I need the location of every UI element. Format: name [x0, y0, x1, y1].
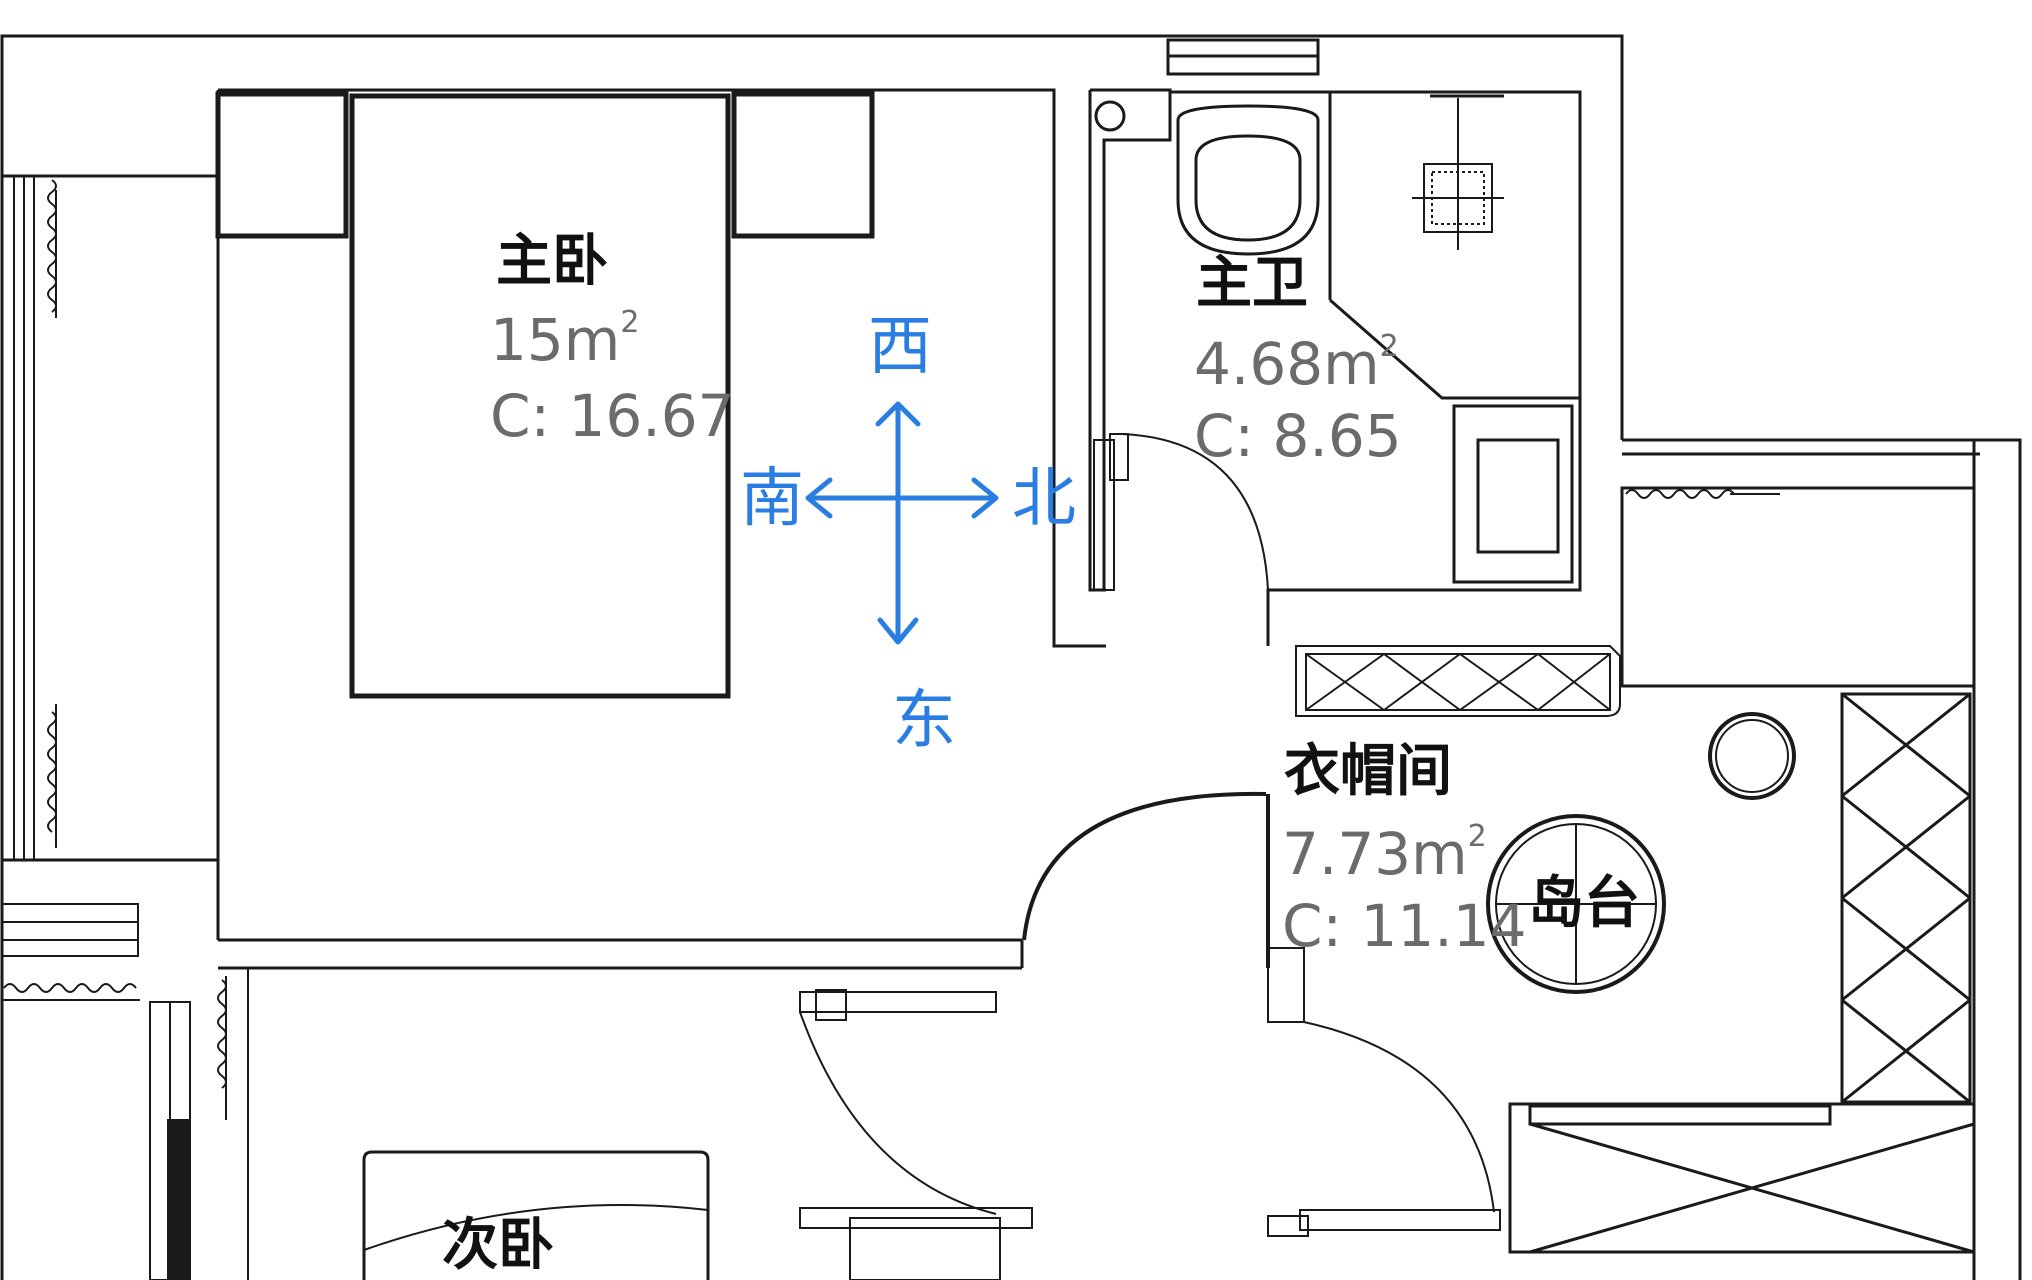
doors — [799, 791, 1501, 1280]
svg-text:4.68m2: 4.68m2 — [1194, 329, 1399, 398]
master-bath-name: 主卫 — [1196, 251, 1308, 316]
lower-left-walls — [1, 903, 249, 1280]
second-bedroom-name: 次卧 — [442, 1213, 554, 1278]
master-bath-coefficient: C: 8.65 — [1194, 402, 1402, 470]
compass-label-west: 西 — [868, 310, 932, 384]
master-bedroom-area-sup: 2 — [620, 305, 639, 340]
cloakroom-area-sup: 2 — [1468, 819, 1487, 854]
compass-label-east: 东 — [892, 684, 956, 758]
island-label: 岛台 — [1528, 871, 1640, 936]
compass-arrow-up-icon — [875, 401, 921, 427]
cloakroom-name: 衣帽间 — [1284, 739, 1452, 804]
cabinet-row-upper — [1295, 645, 1621, 717]
room-label-master-bedroom: 主卧 15m2 C: 16.67 — [490, 229, 735, 450]
second-bedroom-bed — [362, 1150, 710, 1280]
exterior-walls — [0, 34, 2022, 1280]
cloakroom-area: 7.73m — [1282, 820, 1468, 888]
master-bath-area-sup: 2 — [1380, 329, 1399, 364]
left-window-upper — [13, 175, 57, 861]
compass — [805, 401, 999, 645]
master-bath-door — [1093, 433, 1269, 591]
compass-label-south: 南 — [740, 462, 804, 536]
cloakroom-coefficient: C: 11.14 — [1282, 892, 1527, 960]
compass-arrow-right-icon — [971, 477, 999, 519]
compass-label-north: 北 — [1012, 462, 1076, 536]
master-bedroom-area: 15m — [490, 306, 620, 374]
master-bedroom-coefficient: C: 16.67 — [490, 382, 735, 450]
master-bed — [215, 91, 875, 699]
svg-text:7.73m2: 7.73m2 — [1282, 819, 1487, 888]
svg-text:15m2: 15m2 — [490, 305, 639, 374]
island-table — [1486, 712, 1796, 994]
shower-head-icon — [1412, 98, 1504, 250]
compass-arrow-down-icon — [877, 617, 919, 645]
master-bedroom-walls — [216, 88, 1106, 970]
master-bath-area: 4.68m — [1194, 330, 1380, 398]
right-closet — [1508, 440, 1980, 1280]
master-bedroom-name: 主卧 — [496, 229, 608, 294]
compass-arrow-left-icon — [805, 477, 833, 519]
room-label-master-bath: 主卫 4.68m2 C: 8.65 — [1194, 251, 1402, 470]
room-label-cloakroom: 衣帽间 7.73m2 C: 11.14 — [1282, 739, 1527, 960]
